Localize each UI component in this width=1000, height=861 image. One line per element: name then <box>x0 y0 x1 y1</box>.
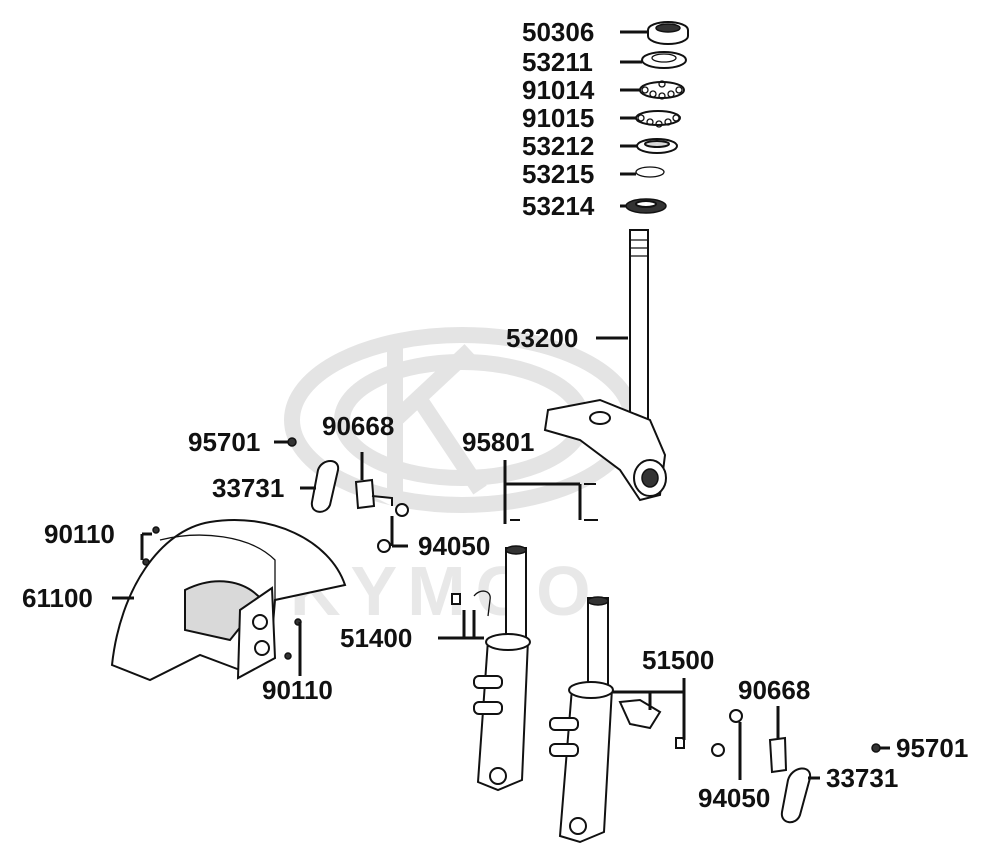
part-labels: 50306 53211 91014 91015 53212 53215 5321… <box>22 17 968 813</box>
label-95801: 95801 <box>462 427 534 457</box>
left-fork-leg <box>473 545 531 792</box>
label-53215: 53215 <box>522 159 594 189</box>
label-94050-right: 94050 <box>698 783 770 813</box>
label-50306: 50306 <box>522 17 594 47</box>
right-reflector <box>780 767 812 824</box>
label-90110-upper: 90110 <box>44 519 115 549</box>
watermark-text: KYMCO <box>290 552 601 630</box>
label-91014: 91014 <box>522 75 595 105</box>
label-61100: 61100 <box>22 583 93 613</box>
label-53200: 53200 <box>506 323 578 353</box>
label-51500: 51500 <box>642 645 714 675</box>
label-94050-left: 94050 <box>418 531 490 561</box>
left-reflector-bracket <box>354 478 393 510</box>
label-91015: 91015 <box>522 103 594 133</box>
steering-stem <box>543 229 667 502</box>
label-51400: 51400 <box>340 623 412 653</box>
label-90668-right: 90668 <box>738 675 810 705</box>
kymco-watermark-logo: KYMCO <box>284 327 640 630</box>
right-reflector-bracket <box>768 736 788 774</box>
label-33731-right: 33731 <box>826 763 898 793</box>
label-53214: 53214 <box>522 191 595 221</box>
label-95701-right: 95701 <box>896 733 968 763</box>
right-fork-leg <box>549 596 662 844</box>
steering-bearing-stack <box>625 21 689 214</box>
label-90110-lower: 90110 <box>262 675 333 705</box>
front-fender <box>110 518 347 682</box>
label-33731-left: 33731 <box>212 473 284 503</box>
left-reflector <box>310 460 340 513</box>
label-90668-left: 90668 <box>322 411 394 441</box>
label-53211: 53211 <box>522 47 593 77</box>
label-95701-left: 95701 <box>188 427 260 457</box>
label-53212: 53212 <box>522 131 594 161</box>
leader-lines <box>112 30 890 780</box>
